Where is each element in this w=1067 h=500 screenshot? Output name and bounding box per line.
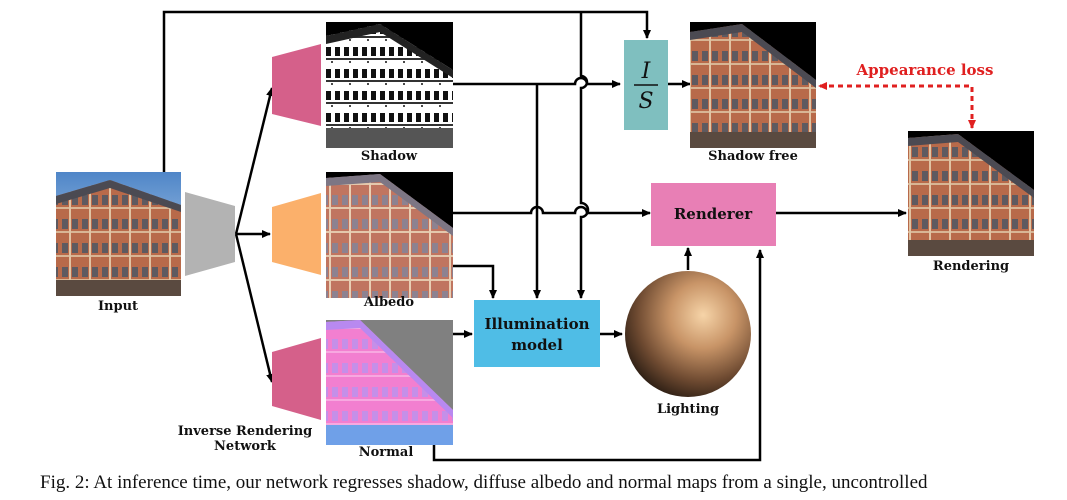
illumination-label-line2: model — [511, 336, 563, 354]
input-image — [56, 172, 181, 296]
shadow-image — [326, 22, 453, 148]
normal-label: Normal — [359, 445, 414, 460]
connectors — [162, 10, 907, 462]
normal-decoder-trapezoid — [272, 338, 321, 420]
albedo-image — [326, 172, 453, 298]
division-denominator: S — [638, 89, 653, 114]
renderer-box — [651, 183, 776, 246]
appearance-loss-connector — [818, 82, 976, 129]
albedo-decoder-trapezoid — [272, 193, 321, 275]
illumination-label-line1: Illumination — [484, 315, 589, 333]
lighting-sphere — [625, 271, 751, 397]
shadow-decoder-trapezoid — [272, 44, 321, 126]
encoder-to-shadow-line — [234, 87, 274, 235]
inverse-rendering-diagram: I S Renderer Illumination model Input Sh… — [56, 10, 1034, 462]
normal-to-renderer-line — [432, 249, 764, 462]
network-label-line2: Network — [214, 439, 277, 454]
rendering-label: Rendering — [933, 259, 1009, 274]
appearance-loss-label: Appearance loss — [856, 61, 994, 79]
division-numerator: I — [641, 59, 652, 84]
network-label-line1: Inverse Rendering — [178, 424, 313, 439]
shadow-to-division-line — [452, 76, 621, 88]
albedo-label: Albedo — [363, 295, 414, 310]
albedo-to-illumination-line — [452, 264, 497, 299]
illumination-box — [474, 300, 600, 367]
renderer-label: Renderer — [674, 205, 753, 223]
shadow-free-label: Shadow free — [708, 149, 798, 164]
encoder-to-normal-line — [234, 233, 274, 383]
normal-image — [326, 320, 453, 445]
rendering-image — [908, 131, 1034, 256]
input-to-division-line — [162, 10, 651, 172]
input-to-illumination-line — [577, 12, 590, 299]
shadow-label: Shadow — [361, 149, 418, 164]
encoder-trapezoid — [185, 192, 235, 276]
lighting-label: Lighting — [657, 402, 719, 417]
albedo-to-renderer-line — [452, 205, 651, 217]
figure-caption: Fig. 2: At inference time, our network r… — [40, 472, 928, 493]
shadow-free-image — [690, 22, 816, 148]
input-label: Input — [98, 299, 138, 314]
